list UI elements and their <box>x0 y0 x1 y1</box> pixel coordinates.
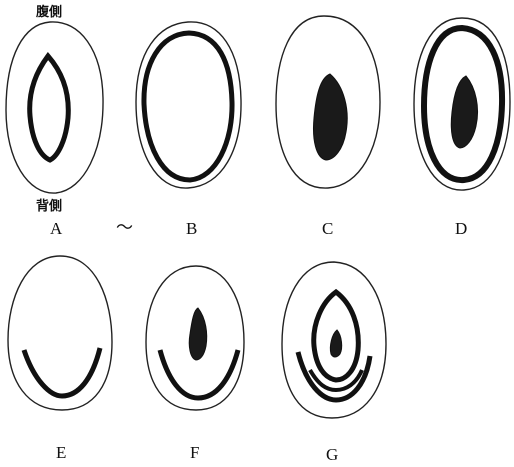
panel-label-b: B <box>186 219 197 238</box>
panel-c <box>276 16 380 188</box>
panel-e-outer-outline <box>8 256 112 410</box>
panel-a-outer-outline <box>6 22 103 193</box>
panel-d-central-mass <box>451 76 477 148</box>
panel-a-tissue-ring <box>30 56 69 160</box>
ventral-label: 腹側 <box>36 4 62 20</box>
panel-g-central-mass <box>330 330 341 357</box>
panel-b-outer-outline <box>136 22 241 188</box>
panel-label-c: C <box>322 219 333 238</box>
panel-e <box>8 256 112 410</box>
panel-b <box>136 22 241 188</box>
panel-c-central-mass <box>314 74 348 160</box>
panel-f <box>146 266 244 410</box>
panel-label-e: E <box>56 443 66 462</box>
panel-b-tissue-ring <box>144 33 232 180</box>
panel-d <box>414 18 510 190</box>
panel-label-g: G <box>326 445 338 464</box>
range-tilde: 〜 <box>116 218 133 237</box>
dorsal-label: 背側 <box>36 198 62 214</box>
panel-label-d: D <box>455 219 467 238</box>
panel-a <box>6 22 103 193</box>
panel-e-dorsal-crescent <box>24 348 100 396</box>
panel-label-f: F <box>190 443 199 462</box>
panel-g <box>282 262 386 418</box>
panel-f-central-mass <box>189 308 206 360</box>
panel-label-a: A <box>50 219 63 238</box>
